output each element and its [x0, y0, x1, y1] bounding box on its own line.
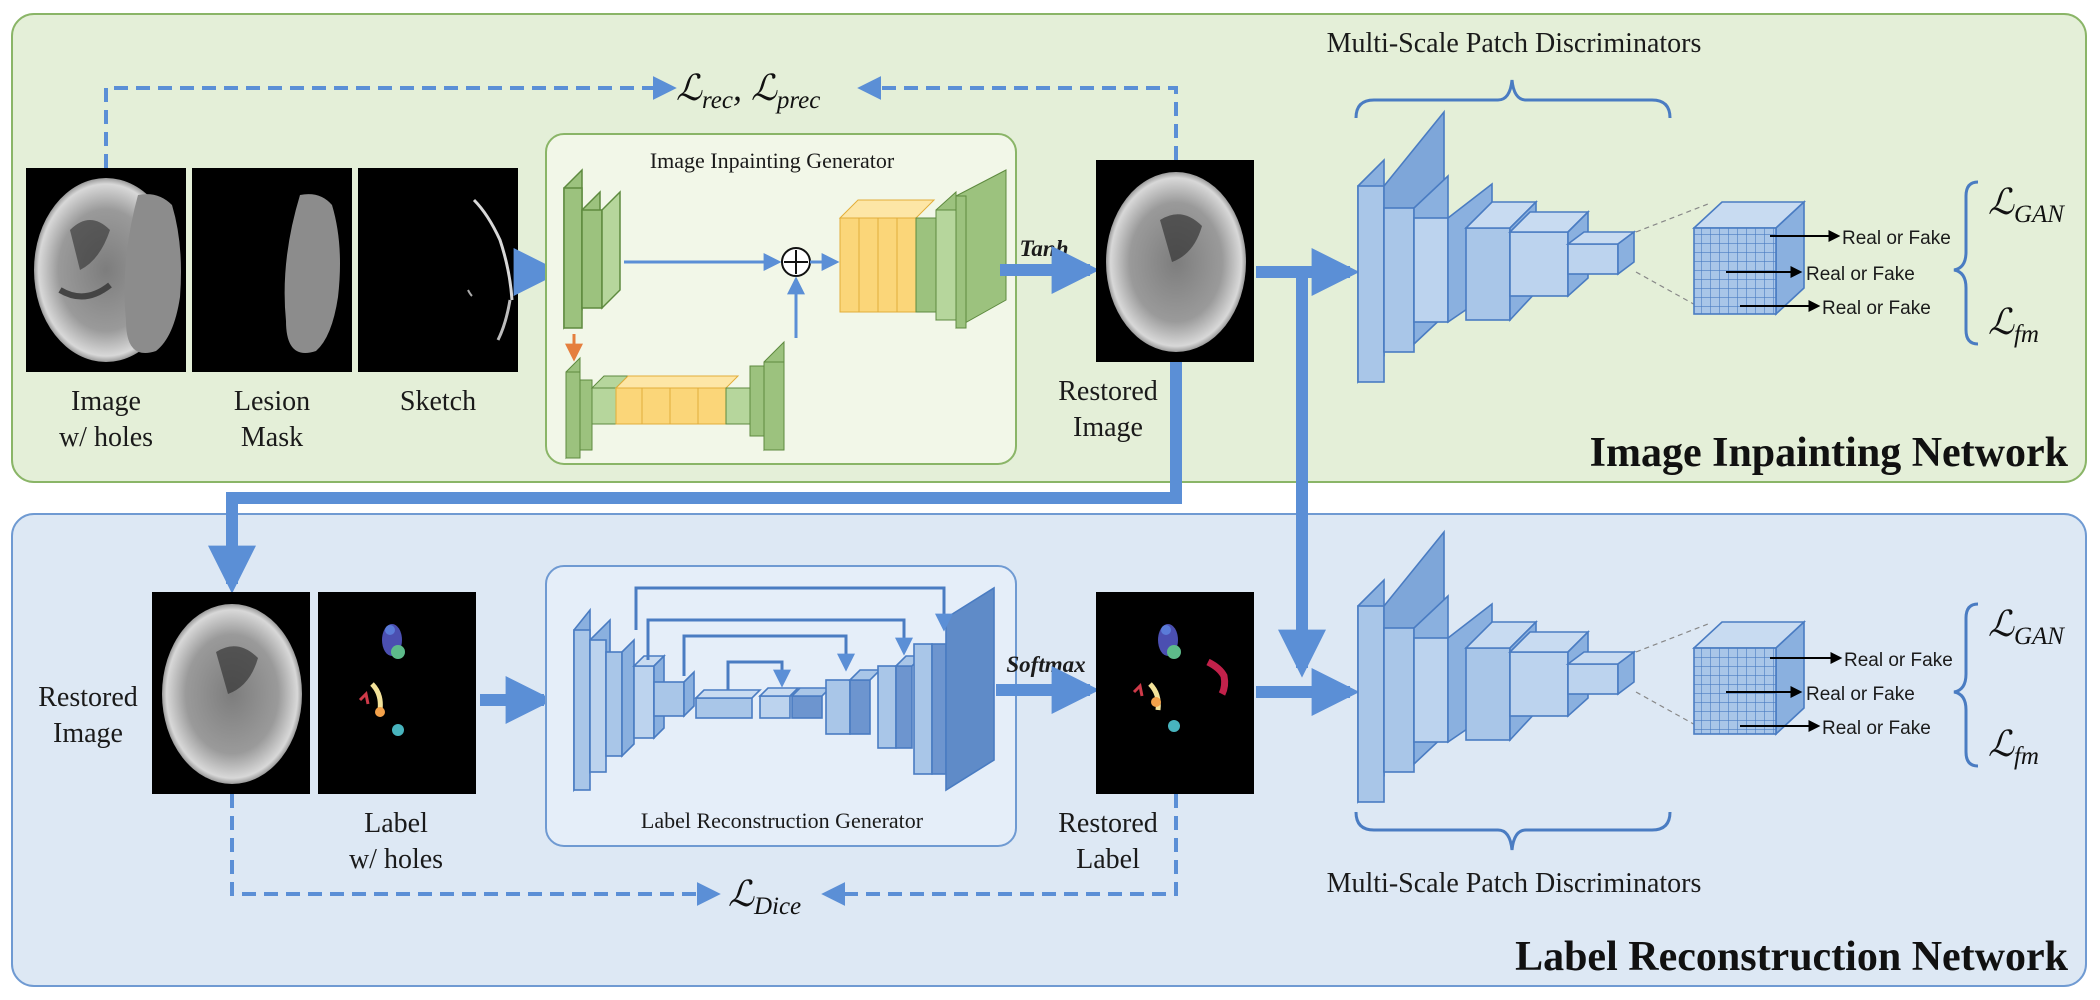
- sketch: [358, 168, 518, 372]
- loss-dice-dashed-right: [821, 794, 1178, 906]
- generator-bottleneck: [565, 340, 785, 460]
- generator-decoder-block: [838, 169, 1007, 329]
- reconstruction-network-title: Label Reconstruction Network: [1515, 934, 2069, 980]
- restored-image-label-line2: Image: [1073, 412, 1143, 443]
- tanh-label: Tanh: [1019, 236, 1068, 261]
- input-label-3-line1: Sketch: [400, 386, 476, 417]
- discriminators-label-bottom: Multi-Scale Patch Discriminators: [1327, 868, 1702, 899]
- image-with-holes: [26, 168, 186, 372]
- inpainting-panel: [11, 13, 2087, 483]
- unet-skip-connections: [634, 586, 953, 690]
- discriminator-stack-bottom: [1357, 529, 1637, 804]
- restored-image-label-bottom-line2: Image: [53, 718, 123, 749]
- inpainting-generator-label: Image Inpainting Generator: [650, 148, 895, 173]
- loss-rec-prec: ℒrec, ℒprec: [676, 68, 820, 114]
- discriminator-stack-top: [1357, 109, 1637, 384]
- loss-brace-bottom: [1953, 602, 1979, 768]
- restored-label-map: [1096, 592, 1254, 794]
- label-with-holes-line1: Label: [364, 808, 428, 839]
- input-label-1-line1: Image: [71, 386, 141, 417]
- restored-image-label-bottom-line1: Restored: [38, 682, 138, 713]
- patch-output-label-bottom-1: Real or Fake: [1844, 650, 1953, 671]
- discriminators-label-top: Multi-Scale Patch Discriminators: [1327, 28, 1702, 59]
- patch-output-label-top-2: Real or Fake: [1806, 264, 1915, 285]
- plus-circle-icon: [781, 247, 811, 277]
- reconstruction-generator-label: Label Reconstruction Generator: [641, 808, 924, 833]
- patch-guide-bottom-2: [1635, 691, 1709, 733]
- patch-guide-top-1: [1635, 203, 1709, 233]
- patch-guide-bottom-1: [1635, 623, 1709, 653]
- inpainting-network-title: Image Inpainting Network: [1590, 430, 2069, 476]
- loss-rec-dashed-right: [857, 76, 1178, 160]
- restored-image-bottom: [152, 592, 310, 794]
- lesion-mask: [192, 168, 352, 372]
- patch-output-label-bottom-3: Real or Fake: [1822, 718, 1931, 739]
- discriminator-brace-bottom: [1354, 811, 1672, 851]
- input-label-1-line2: w/ holes: [59, 422, 153, 453]
- label-with-holes: [318, 592, 476, 794]
- restored-label-line2: Label: [1076, 844, 1140, 875]
- loss-fm-top: ℒfm: [1988, 302, 2039, 348]
- patch-output-label-top-1: Real or Fake: [1842, 228, 1951, 249]
- restored-image-top: [1096, 160, 1254, 362]
- patch-output-label-bottom-2: Real or Fake: [1806, 684, 1915, 705]
- loss-gan-top: ℒGAN: [1988, 182, 2065, 228]
- restored-image-label-line1: Restored: [1058, 376, 1158, 407]
- generator-encoder-block: [563, 168, 621, 330]
- patch-guide-top-2: [1635, 271, 1709, 313]
- loss-brace-top: [1953, 180, 1979, 346]
- patch-output-label-top-3: Real or Fake: [1822, 298, 1931, 319]
- softmax-label: Softmax: [1006, 652, 1085, 677]
- restored-to-reconstruction-arrow: [208, 362, 1182, 594]
- loss-dice: ℒDice: [728, 874, 801, 920]
- patch-cube-top: [1691, 200, 1807, 316]
- input-label-2-line1: Lesion: [234, 386, 310, 417]
- restored-label-line1: Restored: [1058, 808, 1158, 839]
- discriminator-brace-top: [1354, 79, 1672, 119]
- loss-rec-dashed-left: [104, 76, 677, 168]
- input-label-2-line2: Mask: [241, 422, 303, 453]
- label-with-holes-line2: w/ holes: [349, 844, 443, 875]
- unet-blocks: [573, 586, 995, 793]
- loss-dice-dashed-left: [230, 794, 721, 906]
- loss-fm-bottom: ℒfm: [1988, 724, 2039, 770]
- patch-cube-bottom: [1691, 620, 1807, 736]
- loss-gan-bottom: ℒGAN: [1988, 604, 2065, 650]
